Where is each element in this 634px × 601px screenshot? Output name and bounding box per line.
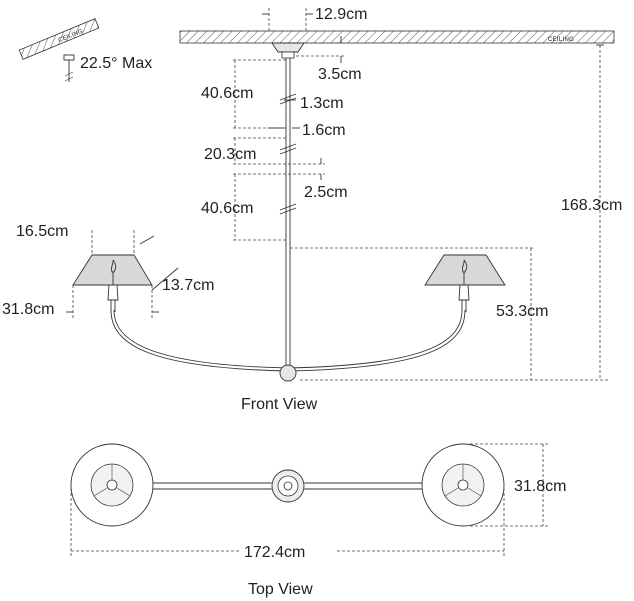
overall-height-label: 168.3cm [561, 197, 622, 214]
overall-height-dim: 168.3cm [561, 44, 622, 380]
left-shade [72, 254, 153, 286]
slope-label: 22.5° Max [80, 55, 152, 72]
shade-dims: 16.5cm 13.7cm 31.8cm [2, 223, 214, 318]
right-shade [424, 254, 506, 286]
rod-gap-dims: 1.3cm 1.6cm 2.5cm [268, 95, 348, 201]
top-view-fixture [70, 443, 505, 527]
front-view-label: Front View [241, 396, 318, 413]
arm-height-dim: 53.3cm [290, 247, 610, 381]
top-left-shade [70, 443, 154, 527]
canopy-height-label: 3.5cm [318, 66, 362, 83]
arm-height-label: 53.3cm [496, 303, 548, 320]
top-diameter-dim: 31.8cm [470, 443, 566, 527]
overall-width-dim: 172.4cm [70, 488, 505, 561]
canopy-height-dim: 3.5cm [296, 36, 362, 83]
shade-top-label: 16.5cm [16, 223, 68, 240]
sloped-ceiling-inset: CEILING 22.5° Max [18, 18, 152, 82]
stem-rod [279, 58, 297, 368]
gap-1-label: 1.3cm [300, 95, 344, 112]
canopy-width-label: 12.9cm [315, 6, 367, 23]
canopy [271, 42, 305, 59]
shade-height-label: 13.7cm [162, 277, 214, 294]
rod-segment-dims: 40.6cm 20.3cm 40.6cm [201, 59, 325, 241]
overall-width-label: 172.4cm [244, 544, 305, 561]
front-view-fixture [72, 254, 506, 382]
top-diameter-label: 31.8cm [514, 478, 566, 495]
ceiling: CEILING [179, 30, 615, 44]
top-right-shade [421, 443, 505, 527]
rod-3-label: 40.6cm [201, 200, 253, 217]
canopy-width-dim: 12.9cm [262, 6, 367, 32]
rod-2-label: 20.3cm [204, 146, 256, 163]
top-view-label: Top View [248, 581, 313, 598]
ceiling-label: CEILING [548, 37, 574, 43]
top-center-hub [271, 469, 305, 503]
gap-2-label: 1.6cm [302, 122, 346, 139]
rod-1-label: 40.6cm [201, 85, 253, 102]
shade-bottom-label: 31.8cm [2, 301, 54, 318]
gap-3-label: 2.5cm [304, 184, 348, 201]
